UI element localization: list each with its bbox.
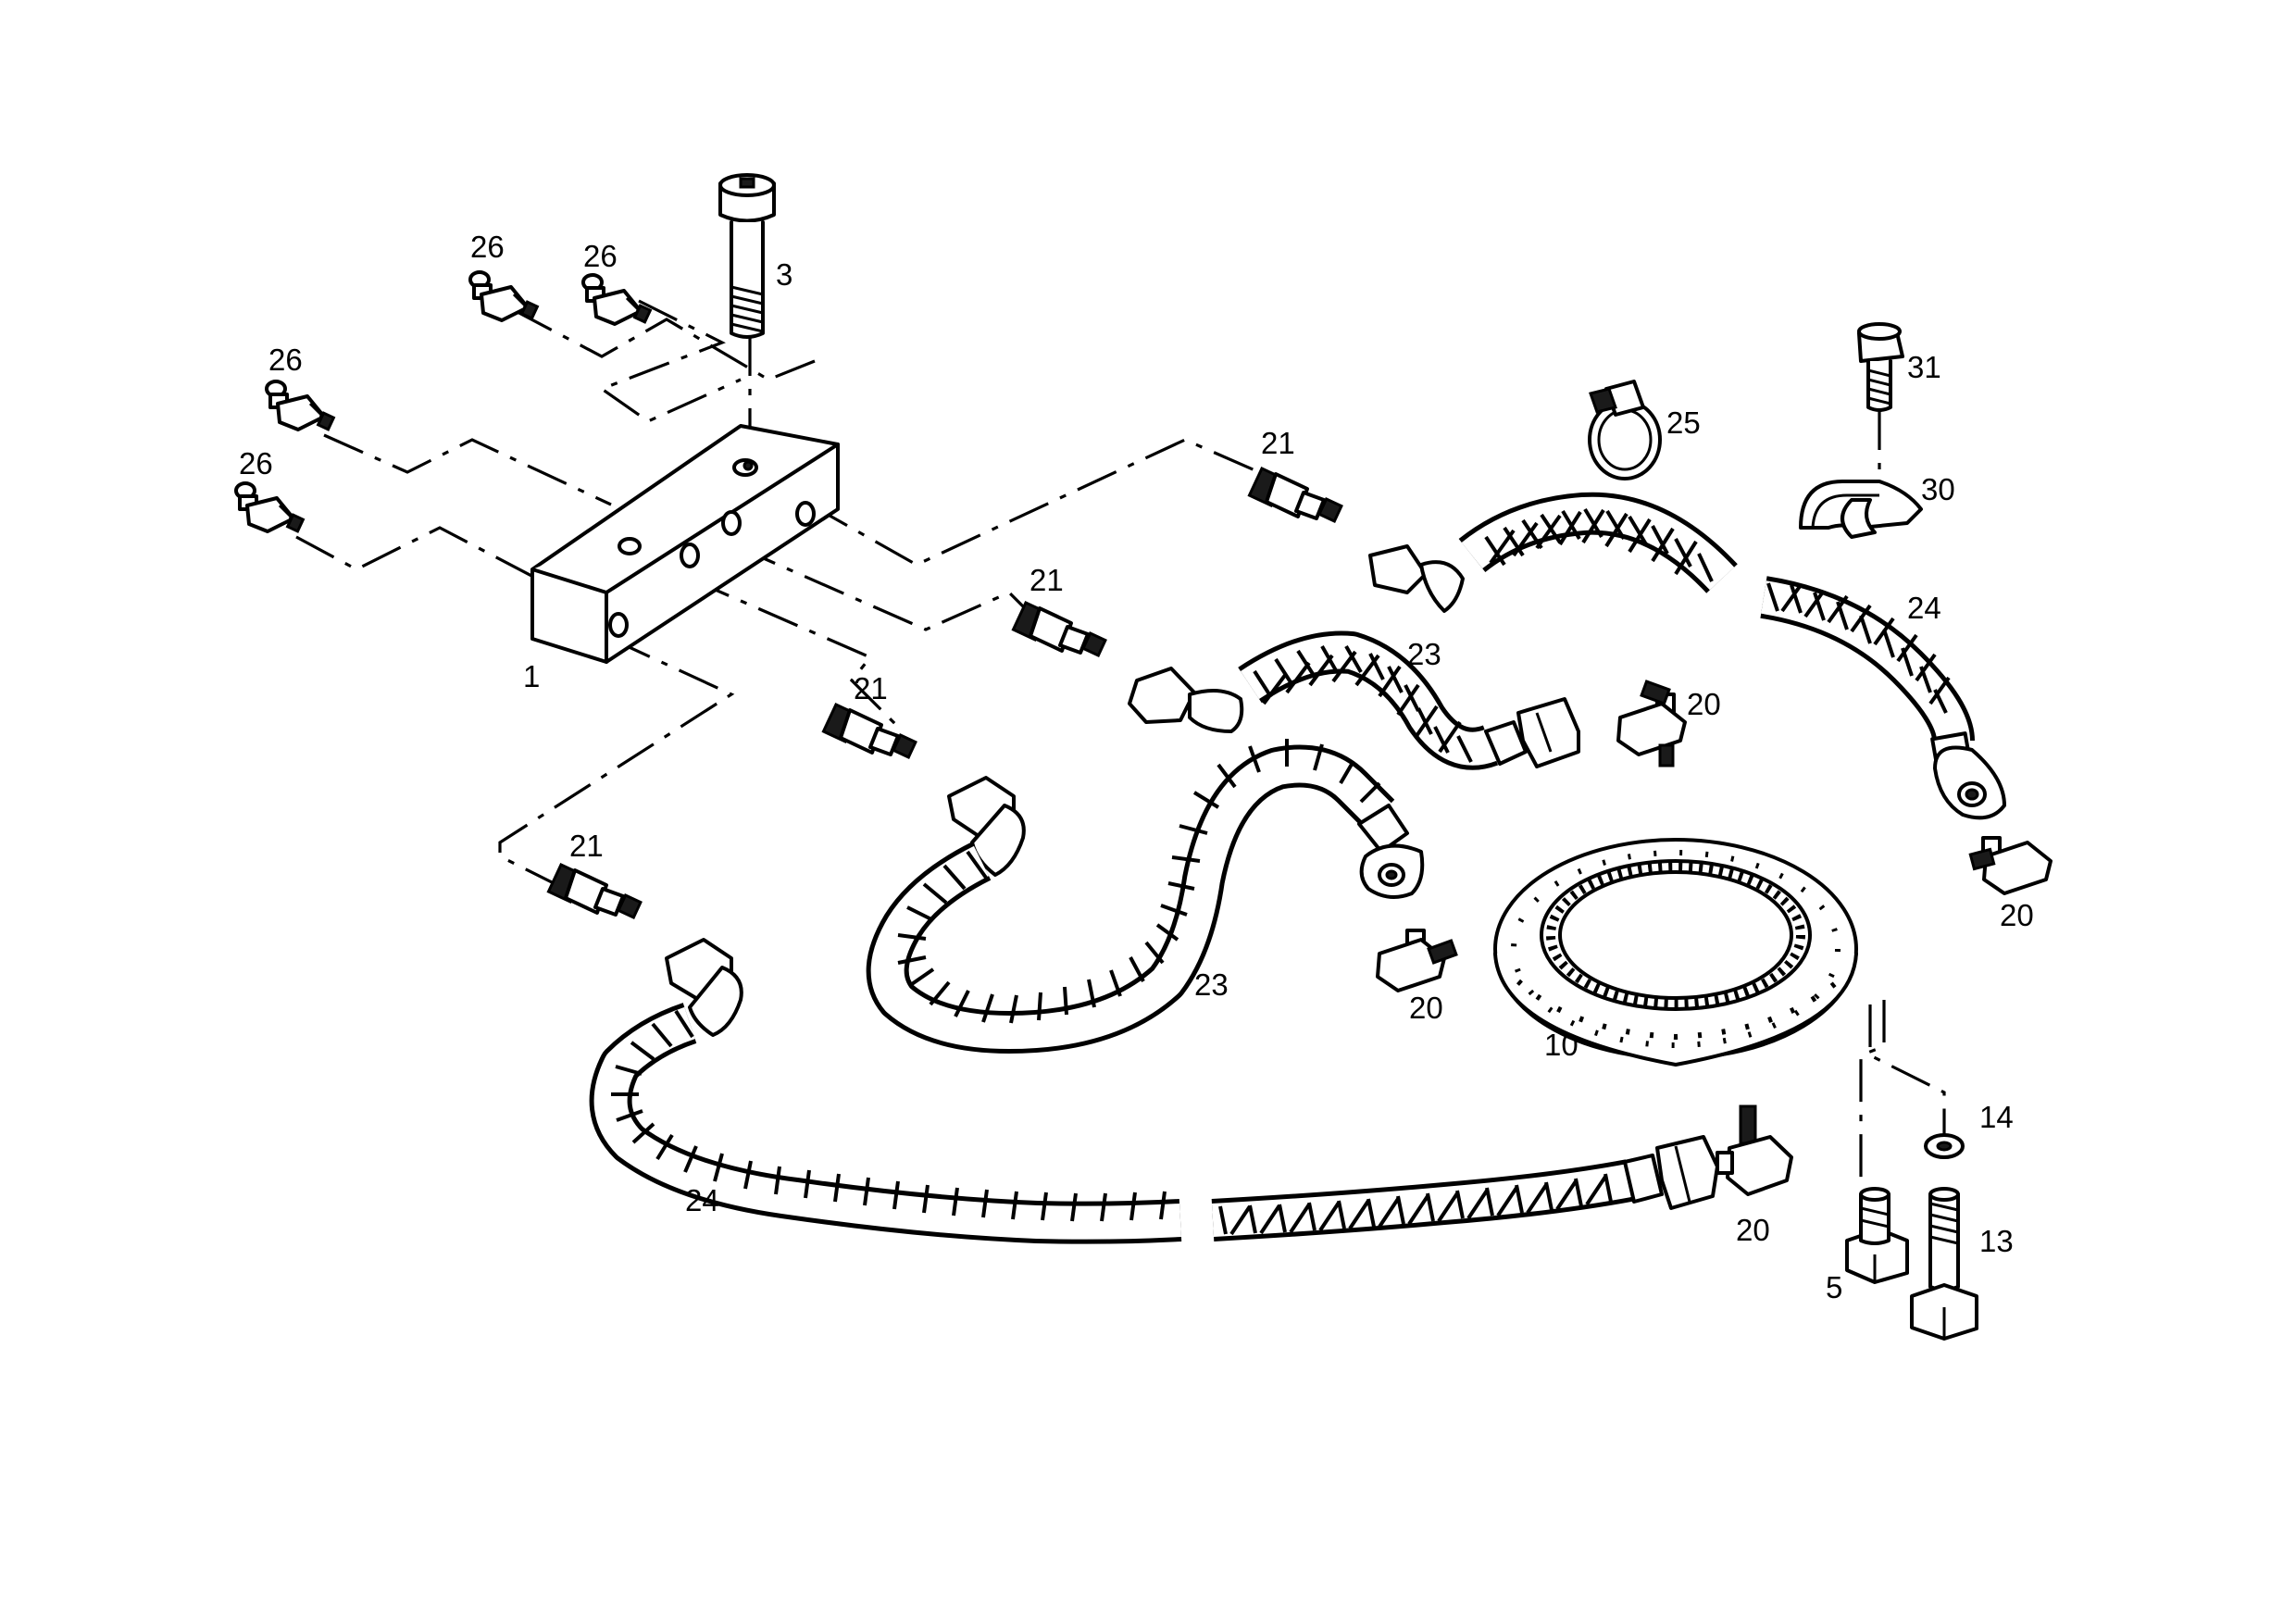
hose-23-lower (866, 739, 1425, 1054)
fitting-21b (1011, 601, 1107, 657)
callout-30: 30 (1921, 472, 1955, 506)
fitting-21a (1247, 467, 1343, 523)
callout-21: 21 (1261, 426, 1295, 460)
elbow-fitting-20c (1376, 929, 1458, 992)
callout-20: 20 (1687, 687, 1721, 721)
clip-part-30 (1799, 480, 1923, 539)
callout-26: 26 (268, 343, 303, 377)
screw-part-3 (718, 173, 776, 339)
fitting-21c (821, 703, 917, 759)
callout-25: 25 (1666, 406, 1701, 440)
washer-part-14 (1924, 1133, 1965, 1159)
callout-20: 20 (1736, 1213, 1770, 1247)
callout-13: 13 (1979, 1224, 2014, 1258)
callout-24: 24 (1907, 591, 1941, 625)
callout-10: 10 (1544, 1028, 1578, 1062)
hose-24-lower (589, 938, 1719, 1244)
callout-21: 21 (569, 829, 604, 863)
elbow-fitting-20b (1968, 836, 2053, 895)
bolt-part-31 (1857, 322, 1904, 412)
callout-3: 3 (776, 257, 792, 292)
callout-21: 21 (854, 671, 888, 705)
callout-14: 14 (1979, 1100, 2014, 1134)
callout-20: 20 (1409, 991, 1443, 1025)
leader-lines (295, 299, 1946, 1185)
hose-clamp-25 (1588, 380, 1662, 480)
callout-26: 26 (470, 230, 505, 264)
hose-23-upper (1128, 630, 1580, 770)
callout-23: 23 (1407, 637, 1441, 671)
grease-nipple-26a (468, 270, 540, 322)
callout-20: 20 (2000, 898, 2034, 932)
callout-1: 1 (523, 659, 540, 693)
elbow-fitting-20a (1616, 680, 1687, 767)
callout-31: 31 (1907, 350, 1941, 384)
hose-24-upper (1368, 492, 2006, 820)
elbow-fitting-20d (1716, 1104, 1793, 1196)
callout-5: 5 (1826, 1270, 1842, 1304)
callout-21: 21 (1029, 563, 1064, 597)
callout-26: 26 (239, 446, 273, 480)
grease-nipple-26c (265, 380, 336, 431)
grease-nipple-26d (234, 481, 306, 533)
callout-24: 24 (685, 1183, 719, 1217)
callout-23: 23 (1194, 967, 1229, 1002)
bolt-part-13 (1910, 1187, 1978, 1341)
slewing-ring-10 (1493, 838, 1858, 1067)
callout-labels: 1 3 26 26 26 26 21 21 21 21 23 23 24 24 … (239, 230, 2034, 1304)
bolt-part-5 (1845, 1187, 1909, 1284)
callout-26: 26 (583, 239, 618, 273)
fitting-21d (546, 863, 643, 919)
grease-nipple-26b (581, 273, 653, 326)
manifold-block (530, 424, 840, 664)
